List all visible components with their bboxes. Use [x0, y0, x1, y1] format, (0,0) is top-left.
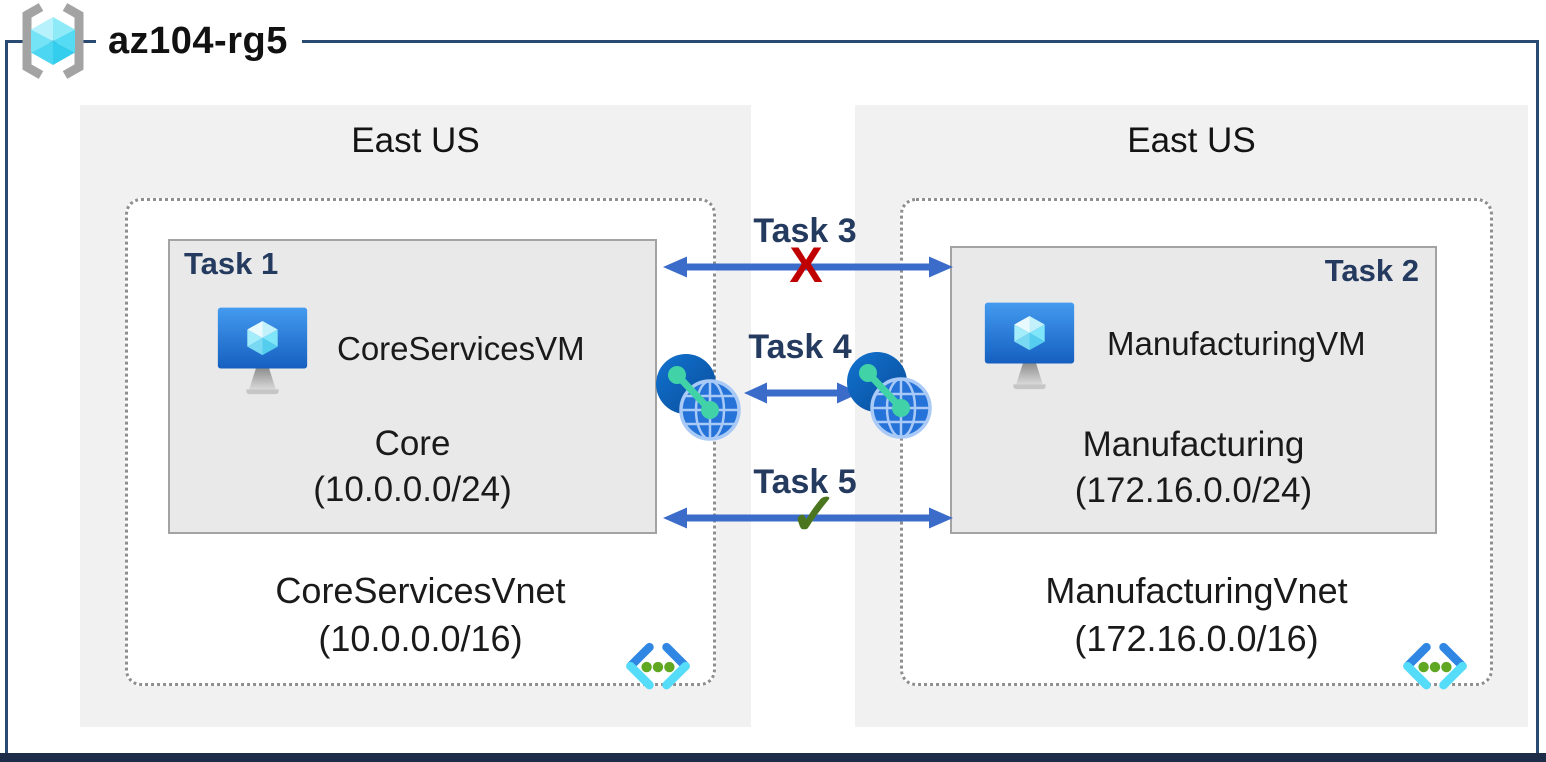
task-4-arrow [744, 382, 860, 404]
vm-name: ManufacturingVM [1107, 324, 1366, 362]
vnet-cidr: (172.16.0.0/16) [1074, 618, 1319, 659]
resource-group-icon [22, 3, 84, 79]
vm-row: CoreServicesVM [215, 301, 585, 396]
subnet-cidr: (10.0.0.0/24) [313, 470, 512, 509]
resource-group-title: az104-rg5 [96, 17, 302, 65]
task-5-label: Task 5 [753, 463, 857, 501]
resource-group-border [5, 40, 1539, 754]
virtual-machine-icon [217, 307, 308, 395]
subnet-cidr: (172.16.0.0/24) [1074, 471, 1313, 510]
subnet-core: Task 1 CoreServicesVM Core (10.0.0.0/24) [168, 239, 657, 534]
vnet-name: CoreServicesVnet [275, 570, 566, 611]
vnet-peering-icon [847, 352, 932, 439]
task-1-tag: Task 1 [184, 246, 279, 281]
subnet-manufacturing: Task 2 ManufacturingVM Manufacturing (17… [950, 246, 1437, 534]
vnet-name: ManufacturingVnet [1045, 570, 1348, 611]
vm-row: ManufacturingVM [982, 296, 1366, 391]
blocked-x-marker: X [789, 237, 823, 293]
region-title: East US [1127, 121, 1256, 160]
allowed-check-marker: ✓ [789, 482, 839, 547]
vnet-peering-icon [656, 354, 741, 441]
bottom-accent-bar [0, 753, 1546, 762]
task-2-tag: Task 2 [1324, 253, 1419, 288]
vnet-cidr: (10.0.0.0/16) [318, 618, 523, 659]
task-5-arrow [663, 507, 953, 529]
virtual-network-icon [626, 642, 690, 690]
task-3-label: Task 3 [753, 212, 857, 250]
task-3-arrow [663, 256, 953, 278]
subnet-name: Core [374, 424, 451, 463]
task-4-label: Task 4 [748, 328, 852, 366]
virtual-network-icon [1403, 642, 1467, 690]
region-title: East US [351, 121, 480, 160]
virtual-machine-icon [984, 302, 1075, 390]
resource-group-header: az104-rg5 [10, 2, 302, 80]
subnet-name: Manufacturing [1082, 425, 1305, 464]
vm-name: CoreServicesVM [337, 329, 585, 367]
